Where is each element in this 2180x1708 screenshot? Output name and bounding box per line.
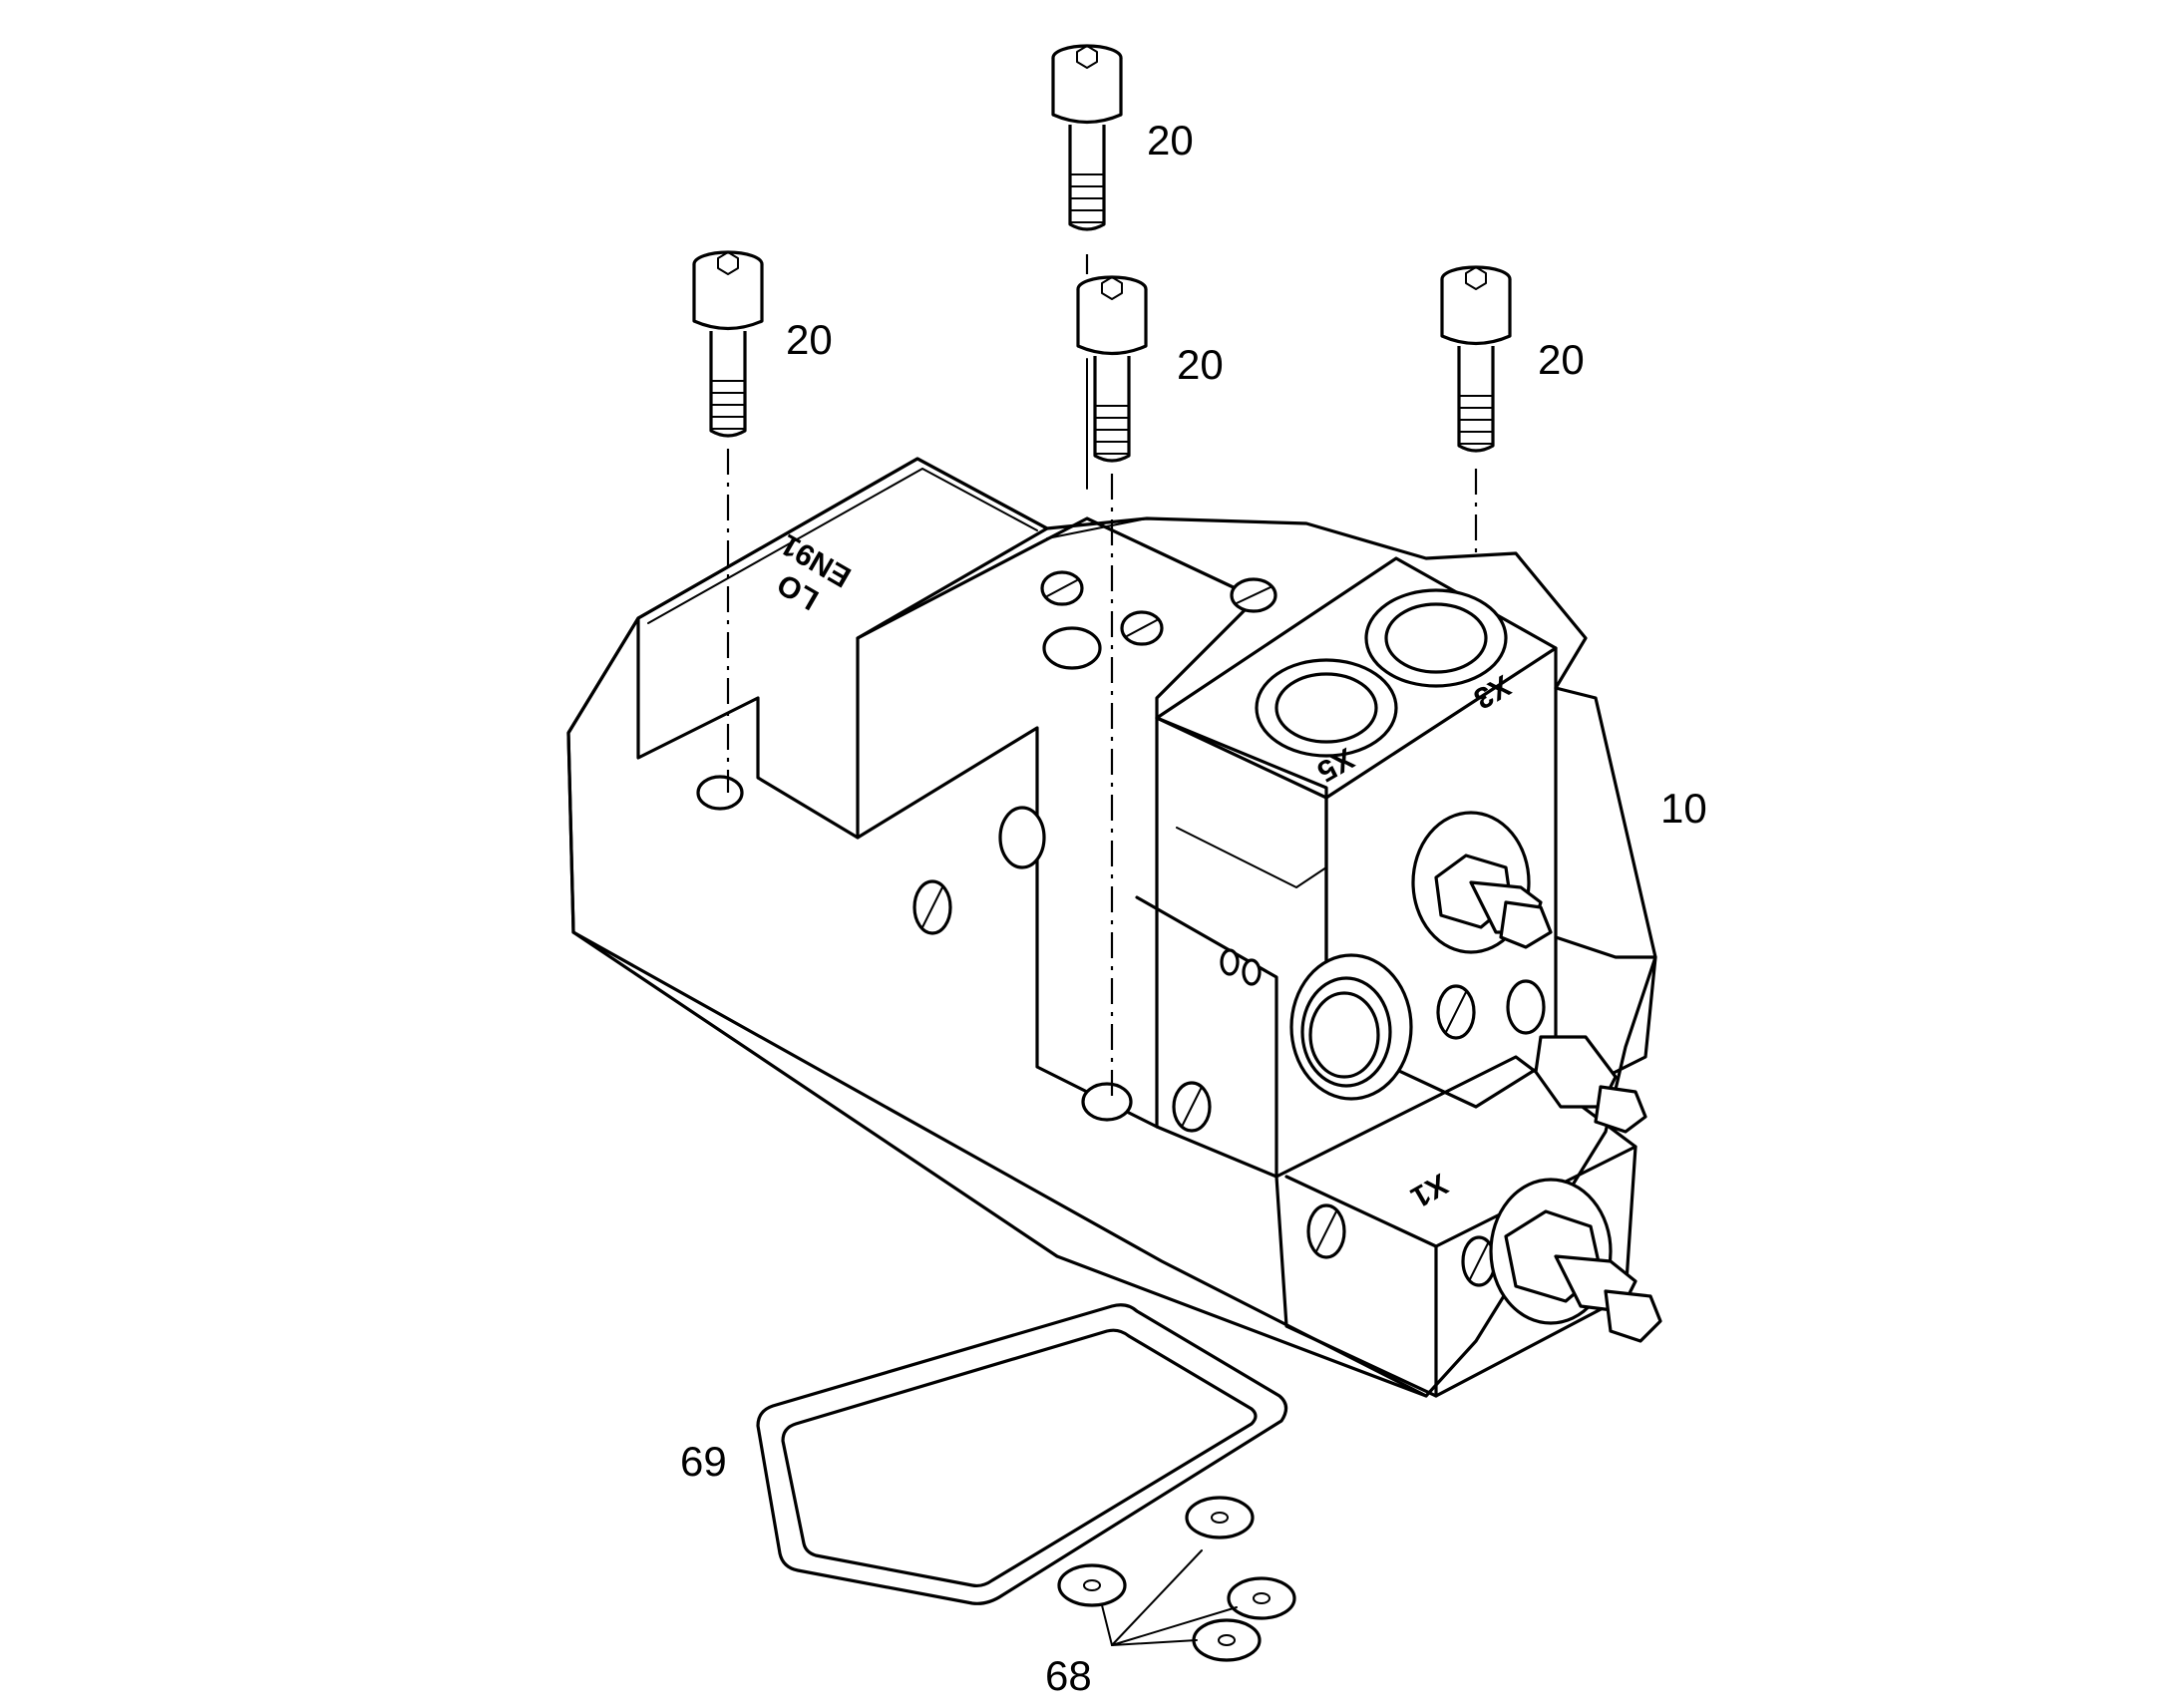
bolt <box>1051 44 1123 231</box>
slotted-plug <box>912 570 1497 1287</box>
hex-fitting-upper <box>1411 811 1553 954</box>
hex-fitting-right <box>1534 1035 1647 1134</box>
bolts <box>692 44 1512 1097</box>
label-bolt-right: 20 <box>1538 336 1585 383</box>
label-bolt-top: 20 <box>1147 117 1194 164</box>
hex-fitting-lower <box>1489 1178 1662 1343</box>
port-x3 <box>1364 588 1508 688</box>
label-washers: 68 <box>1045 1652 1092 1699</box>
gasket <box>756 1303 1288 1605</box>
valve-block: LO EN91 X3 X5 X1 <box>566 457 1662 1398</box>
front-port <box>1289 953 1413 1101</box>
label-bolt-left: 20 <box>786 316 833 363</box>
bolt <box>692 250 764 438</box>
label-valve-block: 10 <box>1660 785 1707 832</box>
bolt <box>1440 265 1512 453</box>
label-gasket: 69 <box>680 1438 727 1485</box>
label-bolt-middle: 20 <box>1177 341 1224 388</box>
bolt <box>1076 275 1148 463</box>
washers <box>1057 1496 1296 1662</box>
port-x5 <box>1255 658 1398 758</box>
